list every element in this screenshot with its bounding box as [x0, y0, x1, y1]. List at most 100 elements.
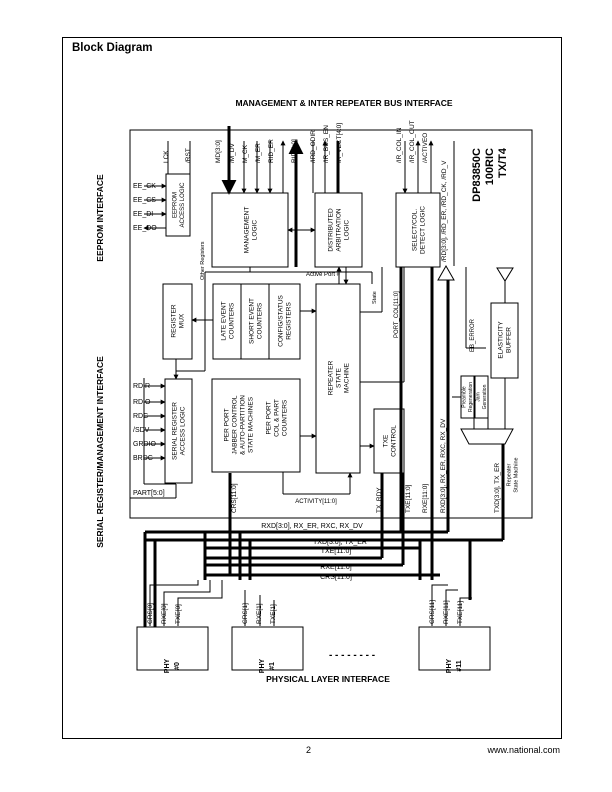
management-logic-block — [211, 192, 289, 268]
per-port-col-label: COUNTERS — [281, 399, 288, 436]
txe-control-label: TXE — [382, 434, 389, 447]
jam-block — [474, 375, 489, 419]
top-signal-label: /IR_COL_IN — [396, 127, 403, 163]
eeprom-signal-label: EE_DI — [133, 211, 153, 218]
distributed-arbitration-label: ARBITRATION — [335, 208, 342, 252]
mux-shape — [460, 428, 514, 445]
repeater-sm-block — [315, 283, 361, 474]
phy-number-label: #11 — [456, 660, 463, 671]
phy-0-box — [136, 626, 209, 671]
top-signal-label: LCK — [163, 150, 170, 163]
top-bus-heading: MANAGEMENT & INTER REPEATER BUS INTERFAC… — [235, 98, 452, 108]
phy-pin-label: CRS[1] — [242, 603, 249, 624]
bus-label: TXE[11:0] — [321, 548, 352, 555]
eeprom-access-label: ACCESS LOGIC — [180, 182, 186, 228]
chip-outline — [129, 129, 533, 519]
top-signal-label: /M_DV — [229, 142, 236, 163]
page-frame — [62, 37, 562, 739]
serial-signal-label: BRDC — [133, 455, 153, 462]
phy-pin-label: RXE[11] — [443, 600, 450, 624]
top-signal-label: /RST — [185, 148, 192, 163]
serial-signal-label: RDIR — [133, 383, 150, 390]
top-signal-label: /M_ER — [255, 143, 262, 163]
part-signal-label: PART[5:0] — [133, 490, 165, 497]
crs-bus-label: CRS[11:0] — [231, 483, 238, 513]
eeprom-signal-label: EE_DO — [133, 225, 157, 232]
preamble-label: Regeneration — [468, 382, 474, 412]
repeater-sm-label: STATE — [335, 367, 342, 388]
phy-name-label: PHY — [446, 658, 453, 673]
bus-label: RXE[11:0] — [320, 564, 351, 571]
register-mux-block — [162, 283, 193, 360]
eeprom-heading: EEPROM INTERFACE — [95, 174, 105, 262]
eeprom-access-block — [165, 173, 191, 237]
select-col-label: SELECT/COL. — [411, 209, 418, 251]
top-signal-label: MD[3:0] — [215, 140, 222, 163]
per-port-col-label: PER PORT — [265, 401, 272, 434]
serial-heading: SERIAL REGISTER/MANAGEMENT INTERFACE — [95, 356, 105, 548]
distributed-arbitration-block — [314, 192, 363, 268]
bus-label: CRS[11:0] — [320, 574, 352, 581]
phy-pin-label: RXE[0] — [161, 603, 168, 624]
phy-pin-label: TXE[11] — [457, 601, 464, 624]
late-event-label: COUNTERS — [228, 302, 235, 339]
phy-pin-label: TXE[1] — [270, 604, 277, 624]
serial-access-block — [164, 378, 193, 484]
per-port-jabber-label: PER PORT — [223, 408, 230, 441]
register-mux-label: MUX — [178, 313, 185, 328]
elasticity-buffer-block — [490, 302, 519, 379]
phy-pin-label: RXE[1] — [256, 603, 263, 624]
select-col-label: DETECT LOGIC — [419, 206, 426, 254]
per-port-jabber-label: STATE MACHINES — [247, 396, 254, 453]
repeater-sm-small-label: Repeater — [506, 464, 512, 487]
eeprom-signal-label: EE_CK — [133, 183, 156, 190]
eeprom-signal-label: EE_CS — [133, 197, 156, 204]
elasticity-buffer-label: BUFFER — [505, 327, 512, 353]
active-port-label: Active Port # — [306, 272, 341, 278]
state-label: State — [372, 291, 378, 304]
jam-label: Generation — [482, 384, 488, 409]
port-col-label: PORT_COL[11:0] — [394, 291, 400, 338]
top-signal-label: /IR_COL_OUT — [409, 120, 416, 163]
short-event-block — [240, 283, 270, 360]
txe-control-block — [373, 408, 405, 474]
top-signal-label: /IR_BUS_EN — [323, 125, 330, 163]
repeater-sm-small-label: State Machine — [513, 457, 519, 492]
register-mux-label: REGISTER — [170, 304, 177, 338]
input-buffer — [437, 264, 455, 281]
activity-label: ACTIVITY[11:0] — [295, 499, 337, 505]
blocks-group — [162, 173, 519, 484]
config-status-block — [268, 283, 301, 360]
rxe-bus-label: RXE[11:0] — [422, 484, 429, 513]
other-registers-label: Other Registers — [200, 241, 206, 280]
per-port-col-label: COL & PART — [273, 399, 280, 437]
top-signal-label: IR_VECT[4:0] — [336, 123, 343, 163]
txd-bus-vertical-label: TXD[3:0], TX_ER — [494, 463, 501, 513]
serial-signal-label: /SDV — [133, 427, 150, 434]
jam-label: Jam — [475, 392, 481, 401]
tx-rdy-label: TX_RDY — [376, 487, 383, 513]
phy-number-label: #0 — [174, 662, 181, 670]
late-event-block — [212, 283, 242, 360]
phy-1-box — [231, 626, 304, 671]
late-event-label: LATE EVENT — [220, 301, 227, 340]
phy-name-label: PHY — [259, 658, 266, 673]
preamble-label: Preamble — [461, 386, 467, 408]
txe-control-label: CONTROL — [390, 425, 397, 457]
thin-wires — [130, 140, 506, 499]
output-buffer — [496, 267, 514, 282]
management-logic-label: MANAGEMENT — [243, 207, 250, 254]
select-col-block — [395, 192, 441, 268]
top-signal-label: /IRD_ODIR — [310, 130, 317, 163]
distributed-arbitration-label: DISTRIBUTED — [327, 208, 334, 252]
serial-access-label: SERIAL REGISTER — [171, 402, 178, 460]
serial-access-label: ACCESS LOGIC — [179, 406, 186, 455]
bold-buses — [143, 126, 505, 628]
phy-pin-label: TXE[0] — [175, 604, 182, 624]
repeater-sm-label: REPEATER — [327, 360, 334, 395]
serial-signal-label: RDC — [133, 413, 148, 420]
chip-name-line2: 100RIC — [484, 148, 496, 185]
phy-pin-label: CRS[11] — [429, 600, 436, 624]
